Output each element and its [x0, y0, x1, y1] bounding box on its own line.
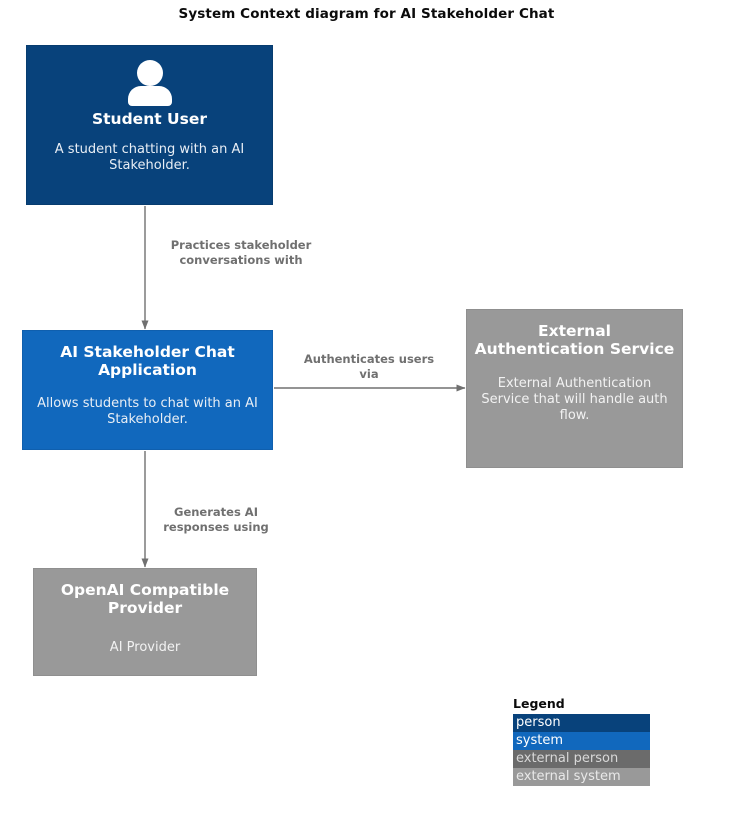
node-title-ai-stakeholder-chat-application: AI Stakeholder Chat Application	[60, 343, 235, 380]
person-icon	[123, 60, 177, 106]
node-description-external-authentication-service: External Authentication Service that wil…	[481, 375, 668, 423]
legend: Legend person system external person ext…	[513, 697, 650, 786]
edge-label-authenticates-users-via: Authenticates users via	[303, 352, 435, 381]
legend-item-person: person	[513, 713, 650, 732]
legend-item-external-person: external person	[513, 749, 650, 768]
node-title-student-user: Student User	[91, 110, 208, 128]
page-title: System Context diagram for AI Stakeholde…	[178, 6, 555, 22]
node-ai-stakeholder-chat-application[interactable]: AI Stakeholder Chat Application Allows s…	[22, 330, 273, 450]
person-icon-head	[136, 60, 163, 86]
node-title-external-authentication-service: External Authentication Service	[474, 322, 675, 359]
node-description-student-user: A student chatting with an AI Stakeholde…	[54, 142, 245, 174]
legend-item-system: system	[513, 731, 650, 750]
node-external-authentication-service[interactable]: External Authentication Service External…	[466, 309, 683, 468]
edge-label-generates-ai-responses-using: Generates AI responses using	[163, 505, 269, 534]
person-icon-body	[127, 86, 172, 106]
legend-item-external-system: external system	[513, 767, 650, 786]
node-student-user[interactable]: Student User A student chatting with an …	[26, 45, 273, 205]
legend-title: Legend	[513, 696, 565, 711]
node-title-openai-compatible-provider: OpenAI Compatible Provider	[60, 581, 230, 618]
node-openai-compatible-provider[interactable]: OpenAI Compatible Provider AI Provider	[33, 568, 257, 676]
edge-label-practices-stakeholder-conversations-with: Practices stakeholder conversations with	[170, 238, 312, 267]
node-description-openai-compatible-provider: AI Provider	[109, 639, 181, 655]
node-description-ai-stakeholder-chat-application: Allows students to chat with an AI Stake…	[37, 395, 258, 427]
